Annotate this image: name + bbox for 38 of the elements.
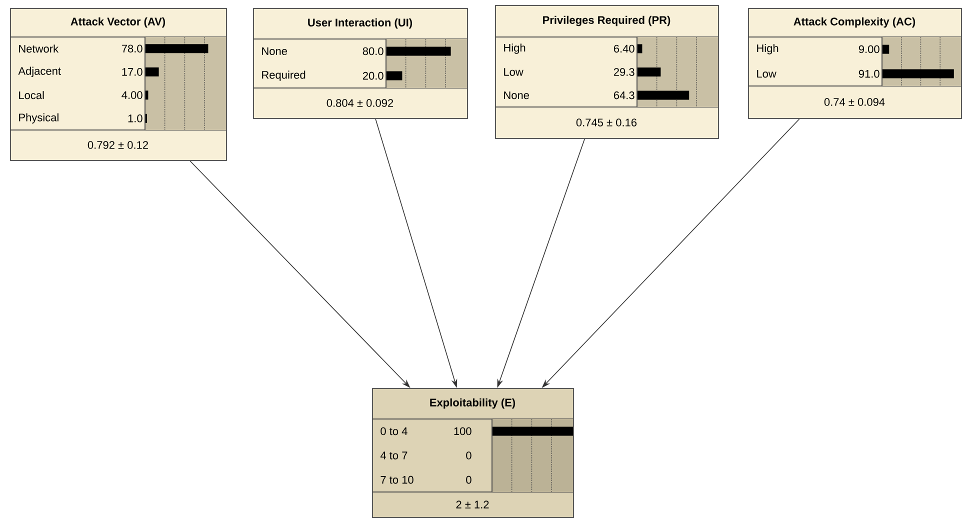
state-label: Local — [19, 91, 44, 100]
state-label: 4 to 7 — [380, 452, 408, 460]
probability-value: 64.3 — [614, 91, 634, 100]
node-title: User Interaction (UI) — [308, 18, 412, 29]
probability-value: 1.0 — [128, 114, 142, 122]
probability-value: 80.0 — [362, 47, 384, 56]
probability-value: 0 — [466, 476, 472, 484]
state-label: Low — [757, 70, 776, 78]
state-label: High — [504, 44, 526, 54]
probability-value: 4.00 — [122, 91, 142, 99]
probability-value: 78.0 — [122, 44, 142, 52]
mean-value: 2 ± 1.2 — [456, 500, 489, 508]
node-title: Exploitability (E) — [430, 398, 516, 409]
node-title: Attack Complexity (AC) — [794, 17, 916, 28]
node-title: Privileges Required (PR) — [543, 16, 670, 26]
mean-value: 0.745 ± 0.16 — [576, 118, 637, 126]
state-label: 0 to 4 — [380, 427, 408, 436]
node-title: Attack Vector (AV) — [70, 17, 166, 28]
mean-value: 0.74 ± 0.094 — [824, 98, 885, 106]
state-label: Low — [504, 68, 524, 76]
probability-value: 0 — [466, 452, 472, 460]
state-label: Physical — [19, 113, 58, 124]
mean-value: 0.804 ± 0.092 — [326, 99, 394, 107]
state-label: Network — [19, 44, 59, 53]
state-label: None — [262, 47, 287, 56]
state-label: Required — [262, 70, 306, 81]
probability-value: 9.00 — [858, 45, 880, 54]
probability-value: 91.0 — [858, 70, 880, 78]
probability-value: 6.40 — [614, 44, 634, 53]
probability-value: 20.0 — [362, 72, 384, 80]
state-label: 7 to 10 — [380, 476, 414, 484]
state-label: High — [757, 44, 778, 54]
probability-value: 17.0 — [122, 68, 142, 76]
mean-value: 0.792 ± 0.12 — [88, 141, 148, 149]
probability-value: 100 — [454, 427, 472, 436]
probability-value: 29.3 — [614, 68, 634, 76]
state-label: Adjacent — [18, 66, 61, 78]
state-label: None — [504, 91, 529, 100]
